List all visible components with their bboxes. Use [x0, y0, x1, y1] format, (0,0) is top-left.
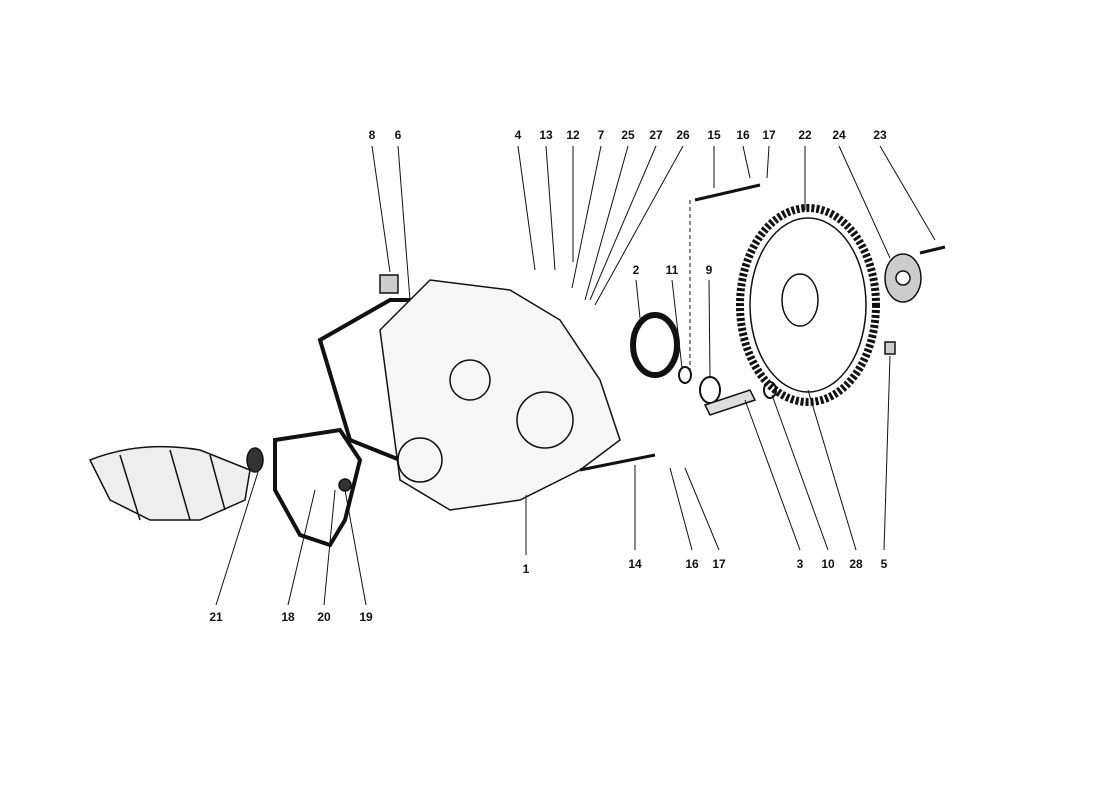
callout-7: 7 — [597, 128, 605, 142]
callout-20: 20 — [317, 610, 331, 624]
callout-25: 25 — [621, 128, 635, 142]
callout-13: 13 — [539, 128, 553, 142]
oil-seal — [630, 312, 680, 378]
callout-8: 8 — [368, 128, 376, 142]
callout-26: 26 — [676, 128, 690, 142]
callout-19: 19 — [359, 610, 373, 624]
callout-15: 15 — [707, 128, 721, 142]
callout-28: 28 — [849, 557, 863, 571]
callout-10: 10 — [821, 557, 835, 571]
flywheel-housing — [338, 279, 621, 511]
callout-11: 11 — [665, 263, 679, 277]
callout-27: 27 — [649, 128, 663, 142]
callout-23: 23 — [873, 128, 887, 142]
callout-12: 12 — [566, 128, 580, 142]
callout-6: 6 — [394, 128, 402, 142]
callout-9: 9 — [705, 263, 713, 277]
callout-3: 3 — [796, 557, 804, 571]
leader-lines — [215, 145, 936, 606]
callout-1: 1 — [522, 562, 530, 576]
crankshaft — [88, 445, 264, 521]
callout-17: 17 — [712, 557, 726, 571]
callout-4: 4 — [514, 128, 522, 142]
callout-16: 16 — [685, 557, 699, 571]
callout-17: 17 — [762, 128, 776, 142]
callout-5: 5 — [880, 557, 888, 571]
callout-2: 2 — [632, 263, 640, 277]
callout-24: 24 — [832, 128, 846, 142]
callout-14: 14 — [628, 557, 642, 571]
callout-22: 22 — [798, 128, 812, 142]
callout-21: 21 — [209, 610, 223, 624]
callout-16: 16 — [736, 128, 750, 142]
flywheel — [736, 204, 880, 406]
callout-18: 18 — [281, 610, 295, 624]
